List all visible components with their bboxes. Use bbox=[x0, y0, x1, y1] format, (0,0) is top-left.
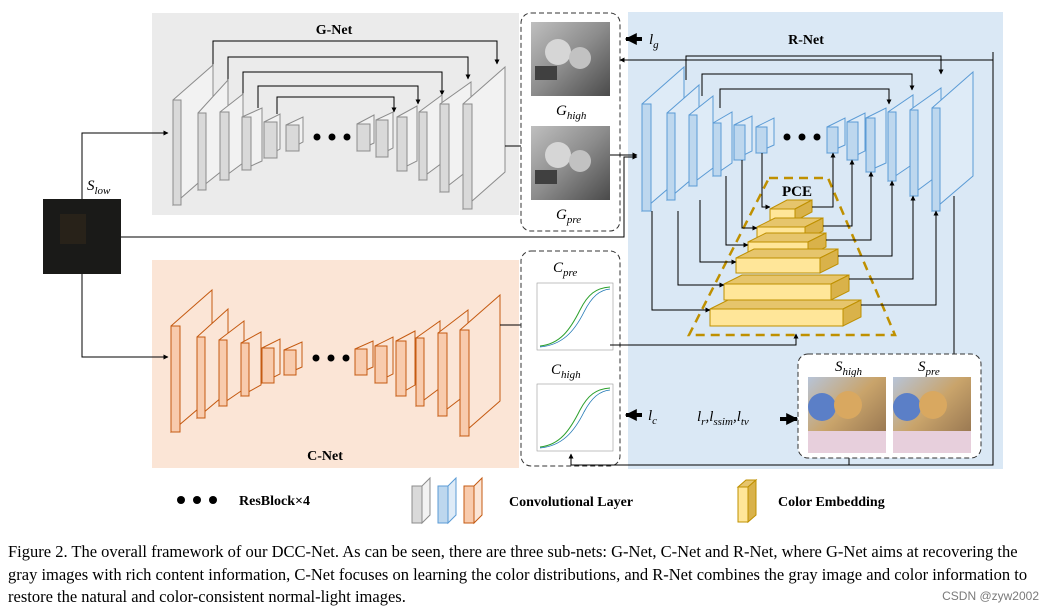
figure-caption: Figure 2. The overall framework of our D… bbox=[8, 542, 1028, 606]
s-high-label: Shigh bbox=[835, 359, 863, 378]
pce-layers bbox=[709, 199, 862, 327]
legend-conv: Convolutional Layer bbox=[509, 495, 633, 510]
g-pre-label: Gpre bbox=[556, 207, 581, 226]
watermark: CSDN @zyw2002 bbox=[942, 589, 1039, 603]
c-high-curve-plot bbox=[536, 383, 614, 452]
c-pre-label: Cpre bbox=[553, 260, 577, 279]
final-losses-label: lr,lssim,ltv bbox=[697, 409, 749, 428]
framework-diagram: G-Net R-Net C-Net Slow bbox=[43, 12, 1003, 525]
gray-loss-label: lg bbox=[649, 32, 659, 51]
input-label: Slow bbox=[87, 178, 111, 197]
legend-color-embedding: Color Embedding bbox=[778, 495, 885, 510]
s-pre-label: Spre bbox=[918, 359, 940, 378]
legend: ResBlock×4 Convolutional Layer Color Emb… bbox=[177, 476, 885, 525]
gnet-layers bbox=[172, 63, 506, 211]
pce-label: PCE bbox=[782, 184, 812, 200]
gnet-title: G-Net bbox=[316, 23, 353, 38]
pce-outline bbox=[686, 176, 897, 337]
rnet-layers bbox=[641, 65, 974, 213]
c-high-label: Chigh bbox=[551, 362, 581, 381]
g-high-label: Ghigh bbox=[556, 103, 587, 122]
color-loss-label: lc bbox=[648, 408, 657, 427]
c-pre-curve-plot bbox=[536, 282, 614, 351]
rnet-title: R-Net bbox=[788, 33, 824, 48]
cnet-title: C-Net bbox=[307, 449, 343, 464]
legend-resblock: ResBlock×4 bbox=[239, 494, 310, 509]
cnet-layers bbox=[170, 288, 501, 438]
